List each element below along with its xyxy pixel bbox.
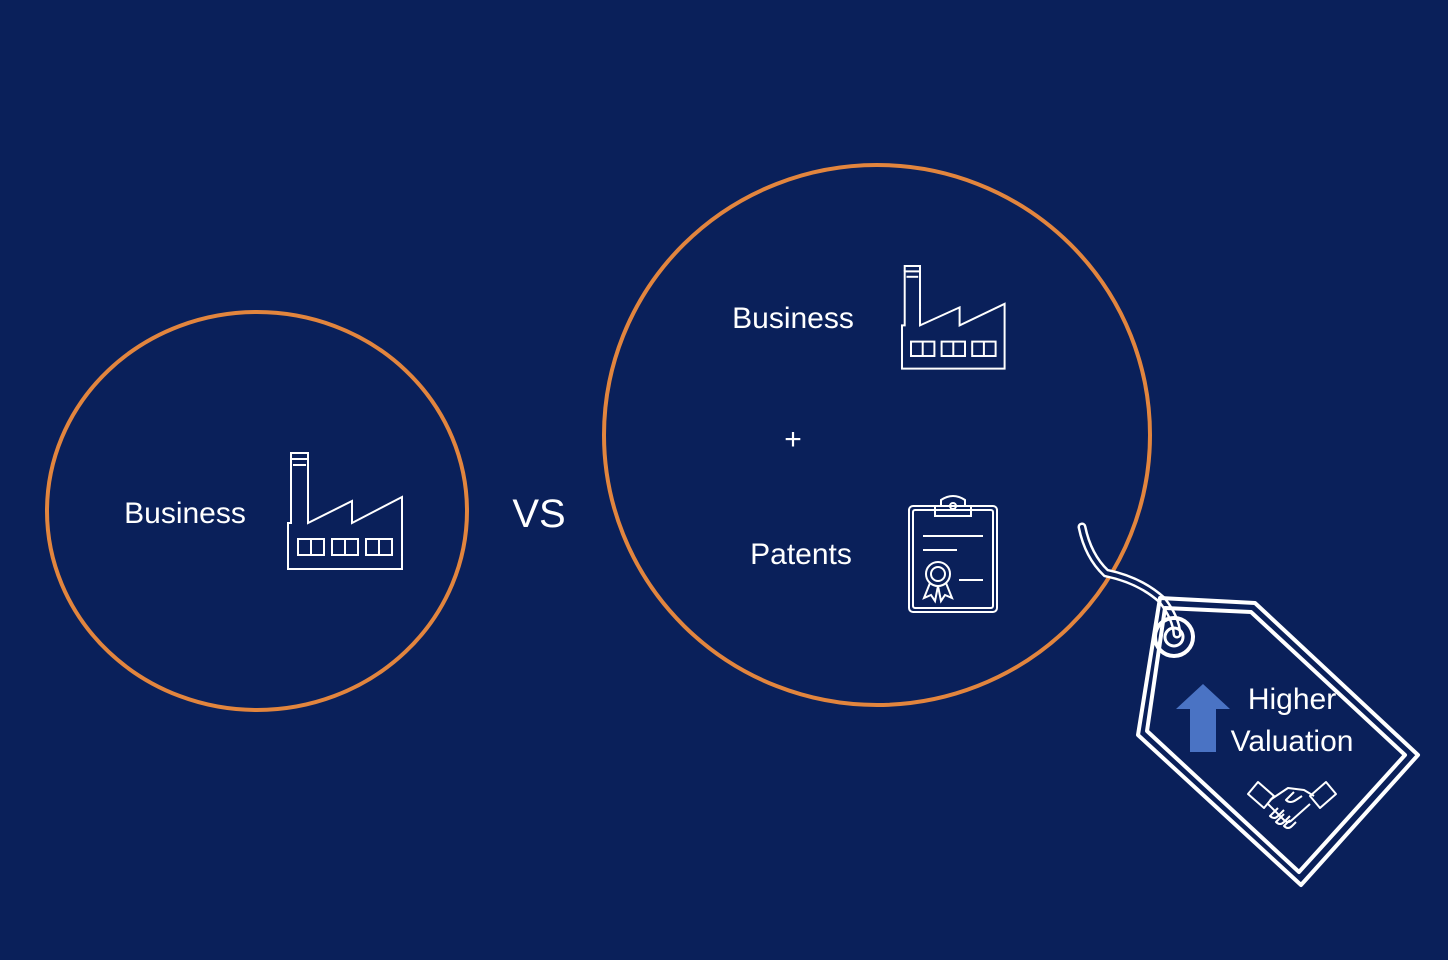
plus-operator: + (784, 423, 802, 456)
factory-icon (901, 265, 1006, 370)
left-circle (45, 310, 469, 712)
tag-outline-outer (1136, 596, 1420, 887)
right-circle (602, 163, 1152, 707)
tag-text-line2: Valuation (1231, 725, 1354, 758)
right-business-patents-group: Business + Patents (602, 163, 1152, 707)
left-business-group: Business (45, 310, 469, 712)
vs-label: VS (512, 492, 565, 536)
left-business-label: Business (124, 497, 246, 530)
handshake-icon (1247, 781, 1337, 829)
tag-hole (1163, 626, 1185, 648)
up-arrow-icon (1176, 684, 1230, 752)
factory-icon (287, 452, 403, 570)
price-tag (1077, 522, 1420, 887)
tag-outline-inner (1145, 606, 1407, 874)
right-business-label: Business (732, 302, 854, 335)
tag-hole (1153, 616, 1195, 658)
certificate-clipboard-icon (908, 495, 998, 613)
patents-label: Patents (750, 538, 852, 571)
tag-text-line1: Higher (1248, 683, 1336, 716)
